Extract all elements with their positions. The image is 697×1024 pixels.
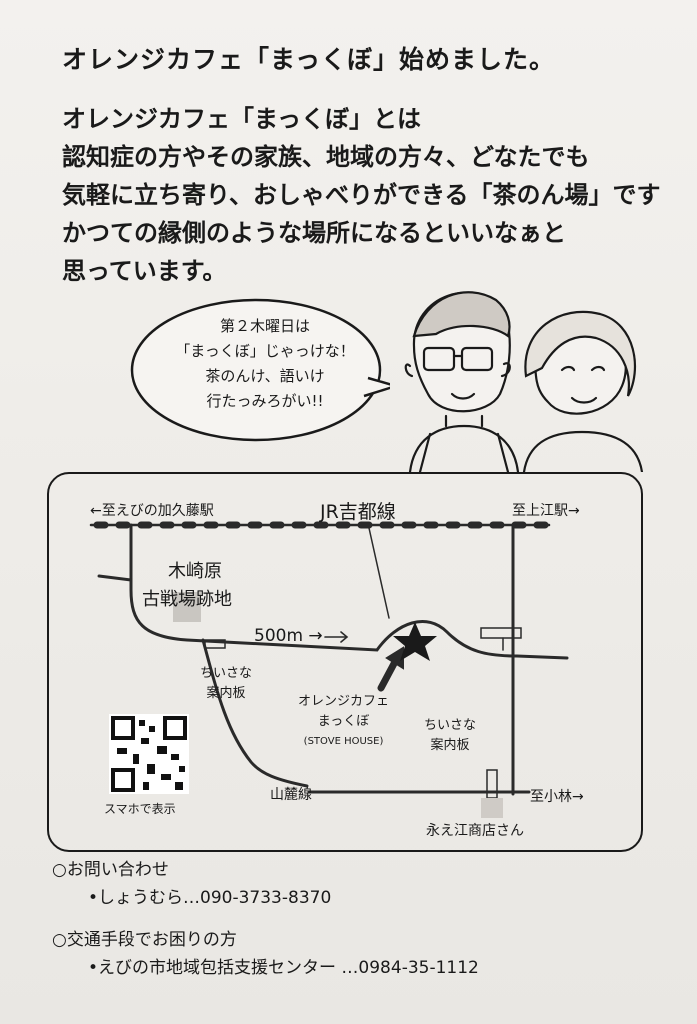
side-road — [201, 638, 309, 788]
guide-board-right-label: ちいさな 案内板 — [424, 718, 477, 753]
bubble-text: 第２木曜日は 「まっくぼ」じゃっけな！ 茶のんけ、語いけ 行たっみろがい!! — [160, 314, 370, 414]
road-name-label: 山麓線 — [270, 787, 312, 803]
guide-board-left-label: ちいさな 案内板 — [200, 666, 253, 701]
map-frame — [47, 472, 643, 852]
inquiry-title: ○お問い合わせ — [52, 860, 169, 880]
intro-line: かつての縁側のような場所になるといいなぁと — [62, 219, 566, 247]
area-map — [89, 521, 569, 818]
to-west-label: ←至えびの加久藤駅 — [90, 503, 214, 519]
elderly-couple-illustration — [404, 291, 644, 472]
battlefield-marker — [173, 592, 201, 622]
transport-line: •えびの市地域包括支援センター …0984-35-1112 — [88, 958, 479, 978]
intro-line: 気軽に立ち寄り、おしゃべりができる「茶のん場」です — [62, 181, 661, 209]
cafe-star-icon — [393, 622, 437, 661]
battlefield-label: 木崎原 古戦場跡地 — [142, 561, 232, 610]
shop-label: 永え江商店さん — [426, 823, 524, 839]
qr-code-icon — [109, 714, 189, 794]
intro-line: 思っています。 — [62, 257, 227, 285]
headline: オレンジカフェ「まっくぼ」始めました。 — [62, 45, 556, 74]
transport-title: ○交通手段でお困りの方 — [52, 930, 237, 950]
bubble-line: 行たっみろがい!! — [206, 392, 324, 410]
distance-label: 500m → — [254, 626, 323, 646]
intro-line: オレンジカフェ「まっくぼ」とは — [62, 105, 422, 133]
bubble-line: 第２木曜日は — [219, 317, 310, 335]
bubble-line: 「まっくぼ」じゃっけな！ — [175, 342, 355, 360]
rail-line-label: JR吉都線 — [320, 501, 396, 523]
qr-caption: スマホで表示 — [104, 802, 176, 816]
contact-section: ○お問い合わせ •しょうむら…090-3733-8370 ○交通手段でお困りの方… — [52, 856, 479, 982]
speech-bubble — [130, 298, 390, 442]
bubble-line: 茶のんけ、語いけ — [205, 367, 325, 385]
main-road — [129, 523, 569, 660]
inquiry-line: •しょうむら…090-3733-8370 — [88, 888, 332, 908]
intro-line: 認知症の方やその家族、地域の方々、どなたでも — [62, 143, 590, 171]
cafe-label: オレンジカフェ まっくぼ (STOVE HOUSE) — [298, 694, 390, 747]
to-east-label: 至上江駅→ — [512, 503, 580, 519]
intro-text: オレンジカフェ「まっくぼ」とは 認知症の方やその家族、地域の方々、どなたでも 気… — [62, 100, 682, 290]
to-kobayashi-label: 至小林→ — [530, 789, 584, 805]
shop-marker — [481, 798, 503, 818]
